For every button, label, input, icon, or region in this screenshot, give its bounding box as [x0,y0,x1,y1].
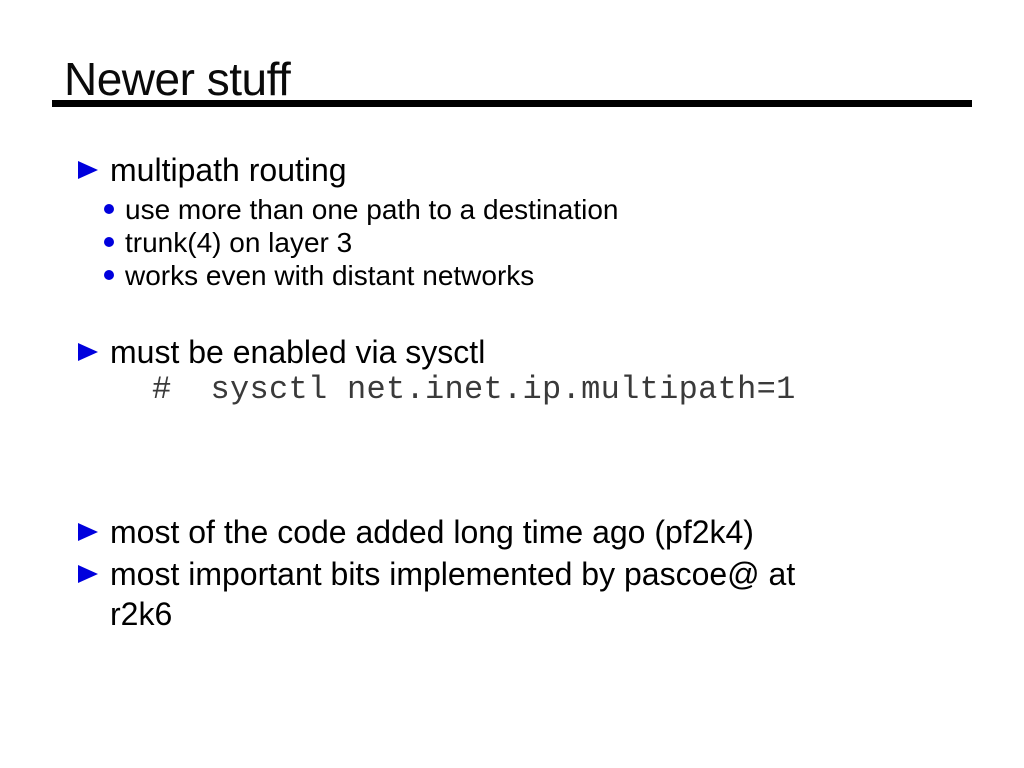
bullet-multipath-routing: multipath routing [78,150,347,190]
dot-bullet-icon [104,237,114,247]
bullet-enabled-via-sysctl: must be enabled via sysctl [78,332,485,372]
bullet-implemented-by-pascoe: most important bits implemented by pasco… [78,554,795,634]
slide-title: Newer stuff [64,53,291,105]
bullet-label: most of the code added long time ago (pf… [110,514,754,550]
sysctl-command-code: # sysctl net.inet.ip.multipath=1 [152,371,796,408]
sub-bullet-trunk-layer3: trunk(4) on layer 3 [104,226,618,259]
sub-bullet-use-more-paths: use more than one path to a destination [104,193,618,226]
sub-bullet-distant-networks: works even with distant networks [104,259,618,292]
dot-bullet-icon [104,270,114,280]
sub-bullet-label: works even with distant networks [125,260,535,291]
sub-bullet-label: trunk(4) on layer 3 [125,227,353,258]
bullet-label: must be enabled via sysctl [110,334,486,370]
bullet-label-line2: r2k6 [110,596,173,632]
title-underline-rule [52,100,972,107]
bullet-label: multipath routing [110,152,347,188]
bullet-label-wrapped: most important bits implemented by pasco… [110,554,795,634]
triangle-bullet-icon [78,523,98,541]
sub-bullet-label: use more than one path to a destination [125,194,619,225]
triangle-bullet-icon [78,161,98,179]
multipath-sub-list: use more than one path to a destination … [104,193,618,292]
dot-bullet-icon [104,204,114,214]
bullet-code-added-pf2k4: most of the code added long time ago (pf… [78,512,754,552]
triangle-bullet-icon [78,343,98,361]
bullet-label-line1: most important bits implemented by pasco… [110,556,796,592]
triangle-bullet-icon [78,565,98,583]
